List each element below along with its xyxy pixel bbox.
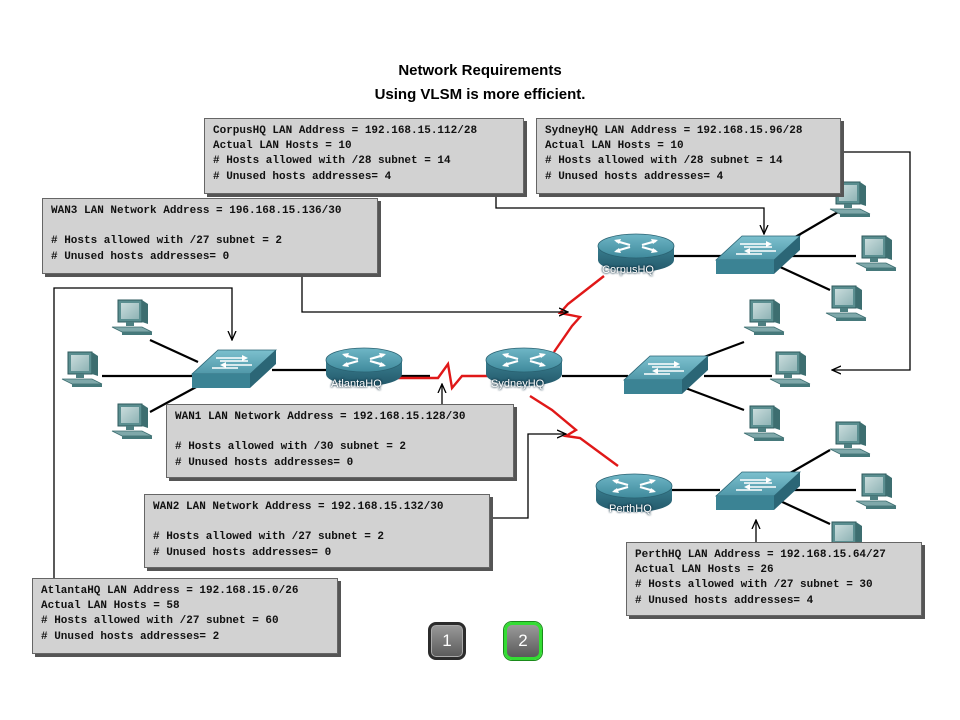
info-line: Actual LAN Hosts = 58 — [41, 600, 180, 613]
info-line: Actual LAN Hosts = 10 — [545, 140, 684, 153]
page-2-button[interactable]: 2 — [504, 622, 542, 660]
info-line: # Unused hosts addresses= 2 — [41, 630, 220, 643]
info-line: WAN2 LAN Network Address = 192.168.15.13… — [153, 501, 444, 513]
pc-icon[interactable] — [769, 351, 811, 388]
pc-icon[interactable] — [111, 403, 153, 440]
info-line: # Unused hosts addresses= 4 — [213, 170, 392, 183]
sydney-switch-icon[interactable] — [623, 355, 709, 395]
diagram-subtitle: Using VLSM is more efficient. — [374, 86, 586, 103]
wan2-info-box: WAN2 LAN Network Address = 192.168.15.13… — [144, 494, 490, 568]
info-line: # Hosts allowed with /27 subnet = 2 — [51, 235, 283, 248]
pc-icon[interactable] — [855, 473, 897, 510]
pc-icon[interactable] — [855, 235, 897, 272]
info-line: CorpusHQ LAN Address = 192.168.15.112/28 — [213, 125, 478, 137]
info-line: # Hosts allowed with /28 subnet = 14 — [545, 155, 783, 168]
atlanta-lan-pcs — [61, 299, 153, 440]
pc-icon[interactable] — [61, 351, 103, 388]
sydney-lan-info-box: SydneyHQ LAN Address = 192.168.15.96/28 … — [536, 118, 841, 194]
info-line: # Unused hosts addresses= 4 — [635, 594, 814, 607]
atlanta-lan-info-box: AtlantaHQ LAN Address = 192.168.15.0/26 … — [32, 578, 338, 654]
sydney-lan-pcs — [743, 299, 811, 442]
info-line: WAN1 LAN Network Address = 192.168.15.12… — [175, 411, 466, 423]
info-line: # Unused hosts addresses= 0 — [153, 546, 332, 559]
wan1-info-box: WAN1 LAN Network Address = 192.168.15.12… — [166, 404, 514, 478]
info-line — [51, 219, 369, 234]
pc-icon[interactable] — [825, 285, 867, 322]
info-line: # Hosts allowed with /27 subnet = 30 — [635, 579, 873, 592]
info-line: SydneyHQ LAN Address = 192.168.15.96/28 — [545, 125, 803, 137]
info-line: WAN3 LAN Network Address = 196.168.15.13… — [51, 205, 342, 217]
page-1-button[interactable]: 1 — [428, 622, 466, 660]
info-line: PerthHQ LAN Address = 192.168.15.64/27 — [635, 549, 886, 561]
router-label-perth: PerthHQ — [609, 503, 652, 515]
pc-icon[interactable] — [829, 421, 871, 458]
pc-icon[interactable] — [111, 299, 153, 336]
info-line: # Unused hosts addresses= 4 — [545, 170, 724, 183]
pc-icon[interactable] — [743, 405, 785, 442]
pc-icon[interactable] — [743, 299, 785, 336]
info-line — [175, 425, 505, 440]
wan3-info-box: WAN3 LAN Network Address = 196.168.15.13… — [42, 198, 378, 274]
info-line: # Hosts allowed with /30 subnet = 2 — [175, 441, 407, 454]
corpus-lan-info-box: CorpusHQ LAN Address = 192.168.15.112/28… — [204, 118, 524, 194]
router-label-atlanta: AtlantaHQ — [331, 378, 382, 390]
perth-lan-info-box: PerthHQ LAN Address = 192.168.15.64/27 A… — [626, 542, 922, 616]
info-line: # Hosts allowed with /28 subnet = 14 — [213, 155, 451, 168]
info-line: AtlantaHQ LAN Address = 192.168.15.0/26 — [41, 585, 299, 597]
router-label-sydney: SydneyHQ — [491, 378, 545, 390]
info-line: # Unused hosts addresses= 0 — [175, 456, 354, 469]
router-label-corpus: CorpusHQ — [602, 264, 654, 276]
info-line: # Hosts allowed with /27 subnet = 60 — [41, 615, 279, 628]
info-line: # Unused hosts addresses= 0 — [51, 250, 230, 263]
corpus-switch-icon[interactable] — [715, 235, 801, 275]
info-line — [153, 515, 481, 530]
info-line: Actual LAN Hosts = 26 — [635, 564, 774, 577]
wan-links — [396, 275, 619, 467]
atlanta-switch-icon[interactable] — [191, 349, 277, 389]
info-line: Actual LAN Hosts = 10 — [213, 140, 352, 153]
corpus-lan-pcs — [825, 181, 897, 322]
info-line: # Hosts allowed with /27 subnet = 2 — [153, 531, 385, 544]
callout-connectors — [53, 151, 911, 578]
diagram-title: Network Requirements — [398, 62, 562, 79]
